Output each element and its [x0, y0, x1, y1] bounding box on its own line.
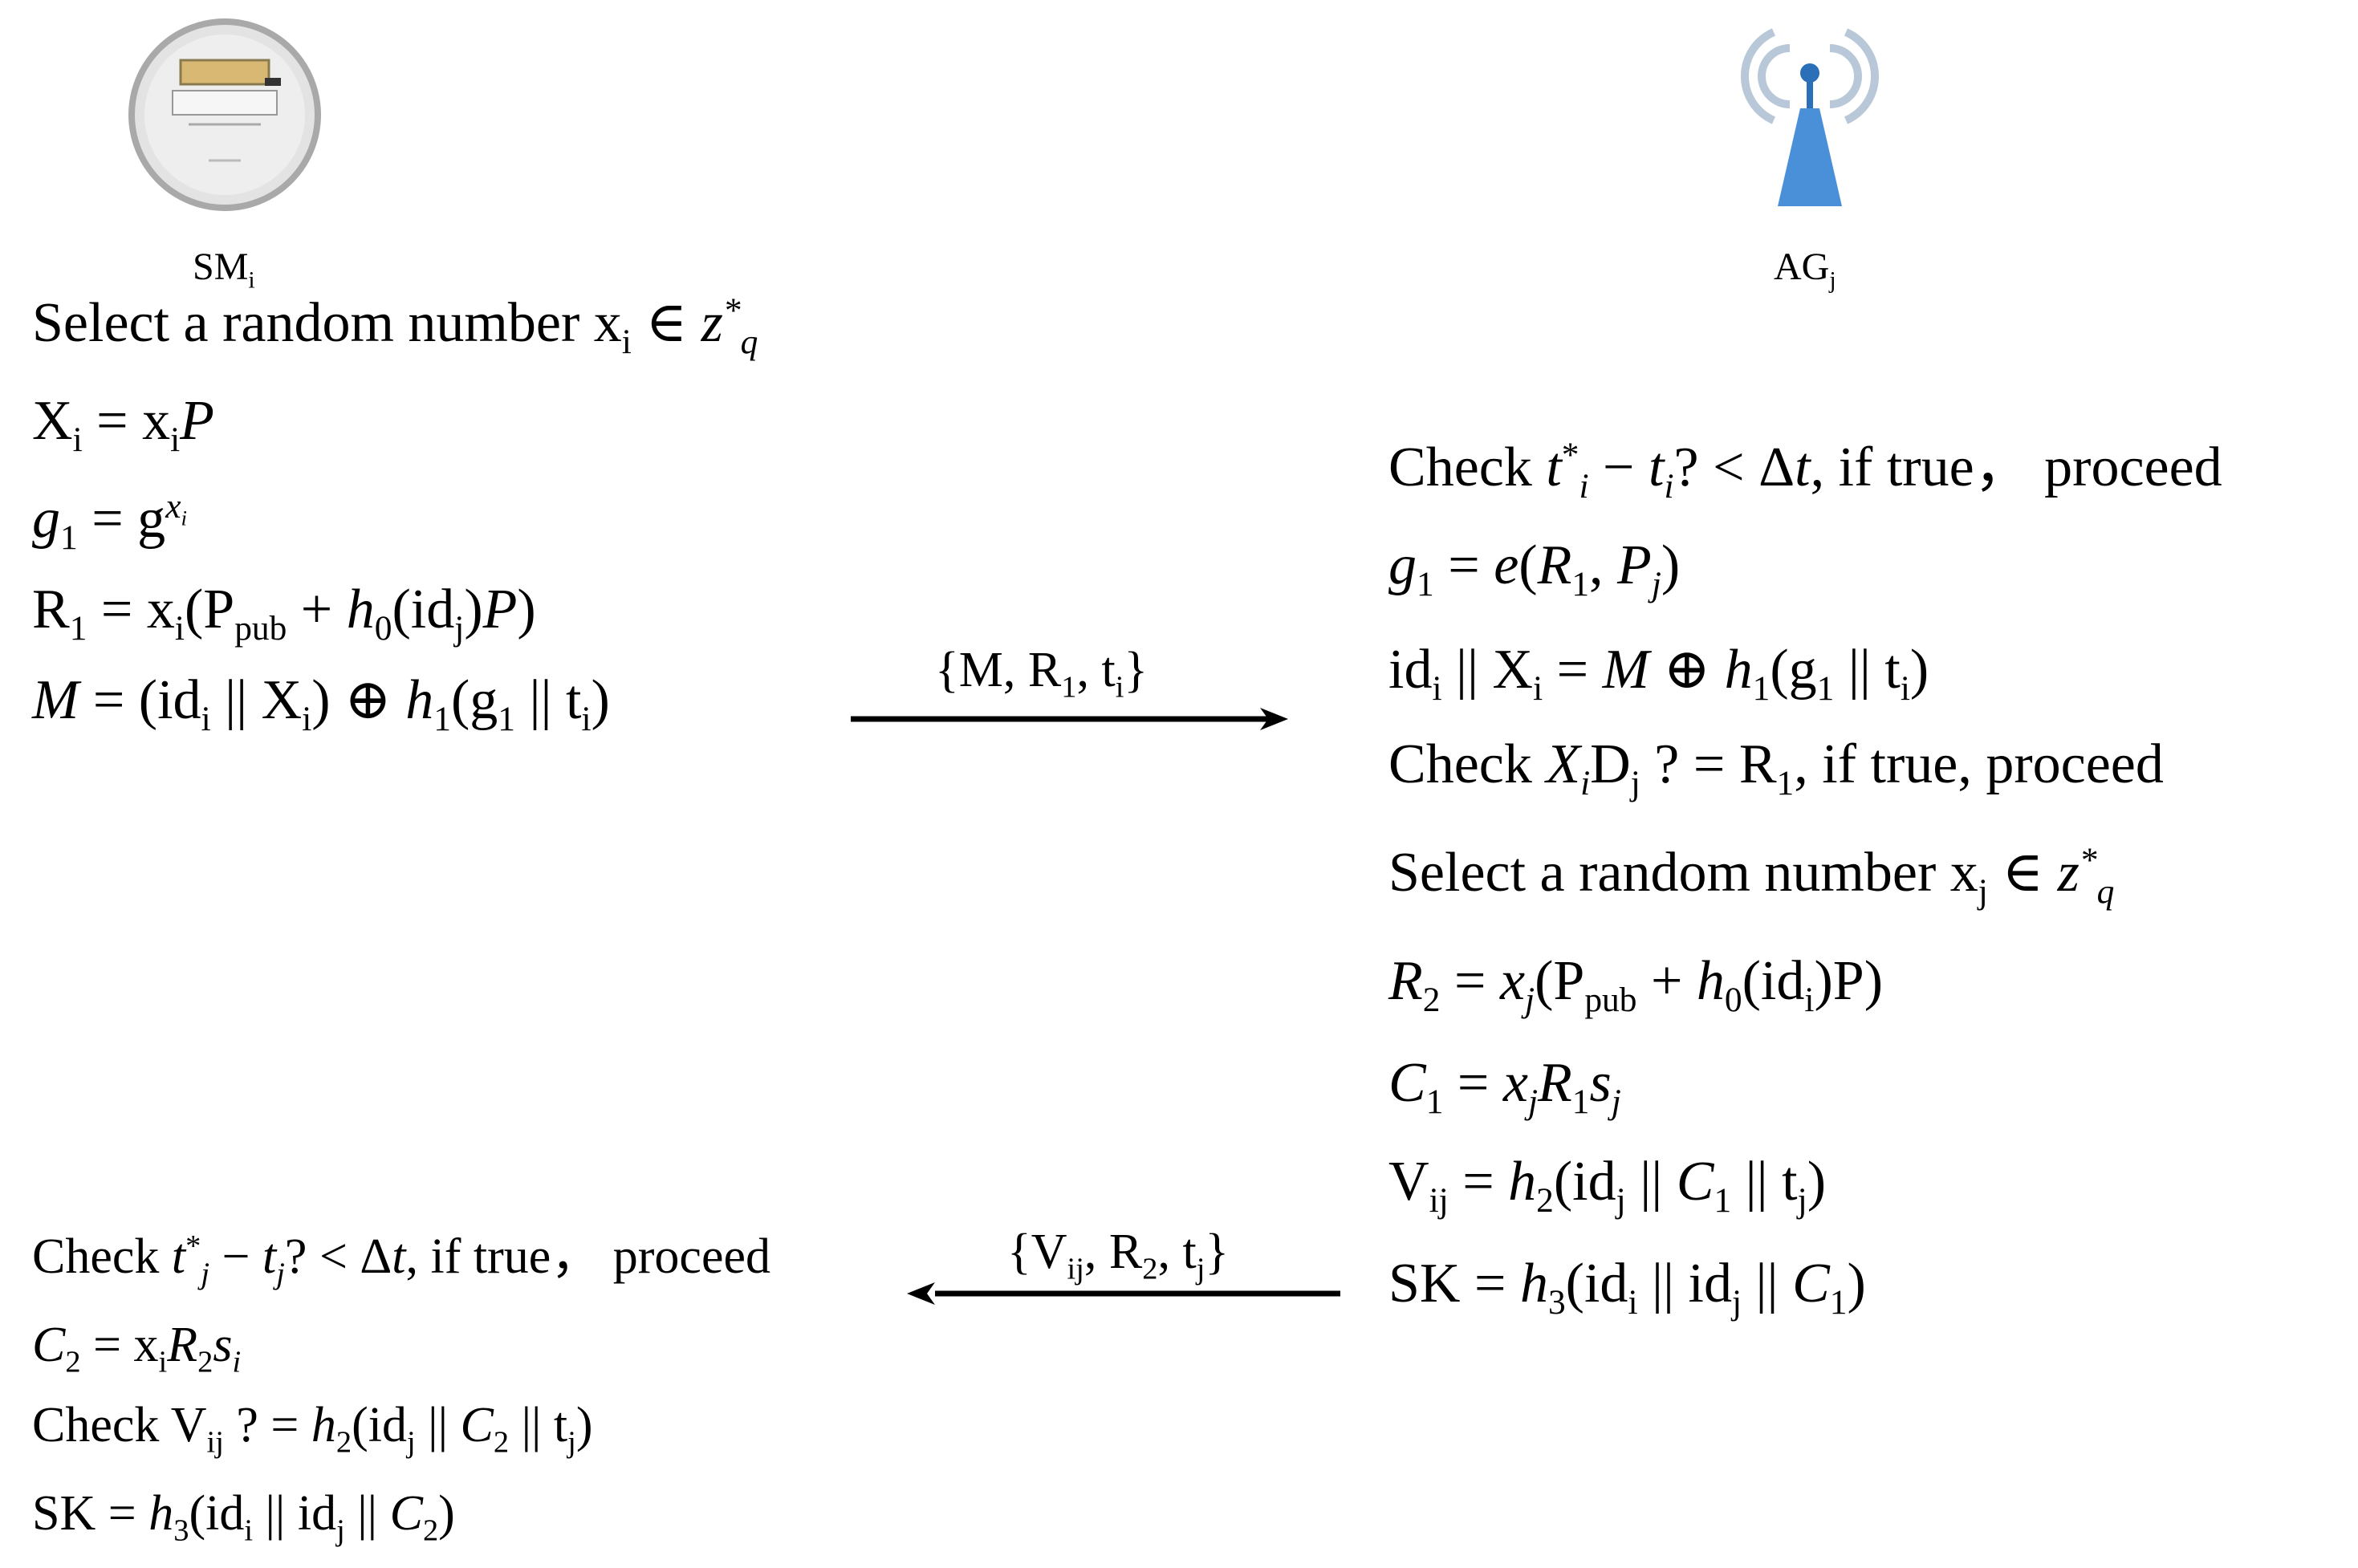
left-step-check-timestamp: Check t*j − tj? < Δt, if true， proceed: [32, 1229, 770, 1291]
right-step-check-timestamp: Check t*i − ti? < Δt, if true， proceed: [1388, 436, 2222, 506]
right-step-select-random: Select a random number xj ∈ z*q: [1388, 841, 2115, 912]
right-step-compute-R2: R2 = xj(Ppub + h0(idi)P): [1388, 950, 1884, 1020]
left-step-check-Vij: Check Vij ? = h2(idj || C2 || tj): [32, 1398, 593, 1460]
right-step-compute-g1: g1 = e(R1, Pj): [1388, 534, 1681, 604]
party-label-ag: AGj: [1774, 246, 1836, 294]
right-step-recover-id: idi || Xi = M ⊕ h1(g1 || ti): [1388, 639, 1929, 709]
left-step-session-key: SK = h3(idi || idj || C2): [32, 1486, 455, 1548]
message-1-label: {M, R1, ti}: [935, 643, 1149, 705]
left-step-compute-C2: C2 = xiR2si: [32, 1318, 242, 1379]
right-step-compute-Vij: Vij = h2(idj || C1 || tj): [1388, 1151, 1826, 1221]
antenna-tower-icon: [1740, 28, 1880, 206]
message-2-arrow: [907, 1282, 1340, 1305]
left-step-compute-M: M = (idi || Xi) ⊕ h1(g1 || ti): [32, 669, 610, 739]
left-step-select-random: Select a random number xi ∈ z*q: [32, 291, 758, 362]
right-step-session-key: SK = h3(idi || idj || C1): [1388, 1253, 1866, 1322]
left-step-compute-g1: g1 = gxi: [32, 487, 187, 558]
message-2-label: {Vij, R2, tj}: [1007, 1225, 1230, 1286]
left-step-compute-X: Xi = xiP: [32, 390, 214, 460]
smart-meter-icon: [128, 18, 321, 211]
left-step-compute-R1: R1 = xi(Ppub + h0(idj)P): [32, 579, 536, 648]
right-step-check-XD: Check XiDj ? = R1, if true, proceed: [1388, 733, 2164, 803]
party-label-sm: SMi: [193, 246, 255, 294]
right-step-compute-C1: C1 = xjR1sj: [1388, 1052, 1621, 1122]
message-1-arrow: [851, 708, 1288, 730]
